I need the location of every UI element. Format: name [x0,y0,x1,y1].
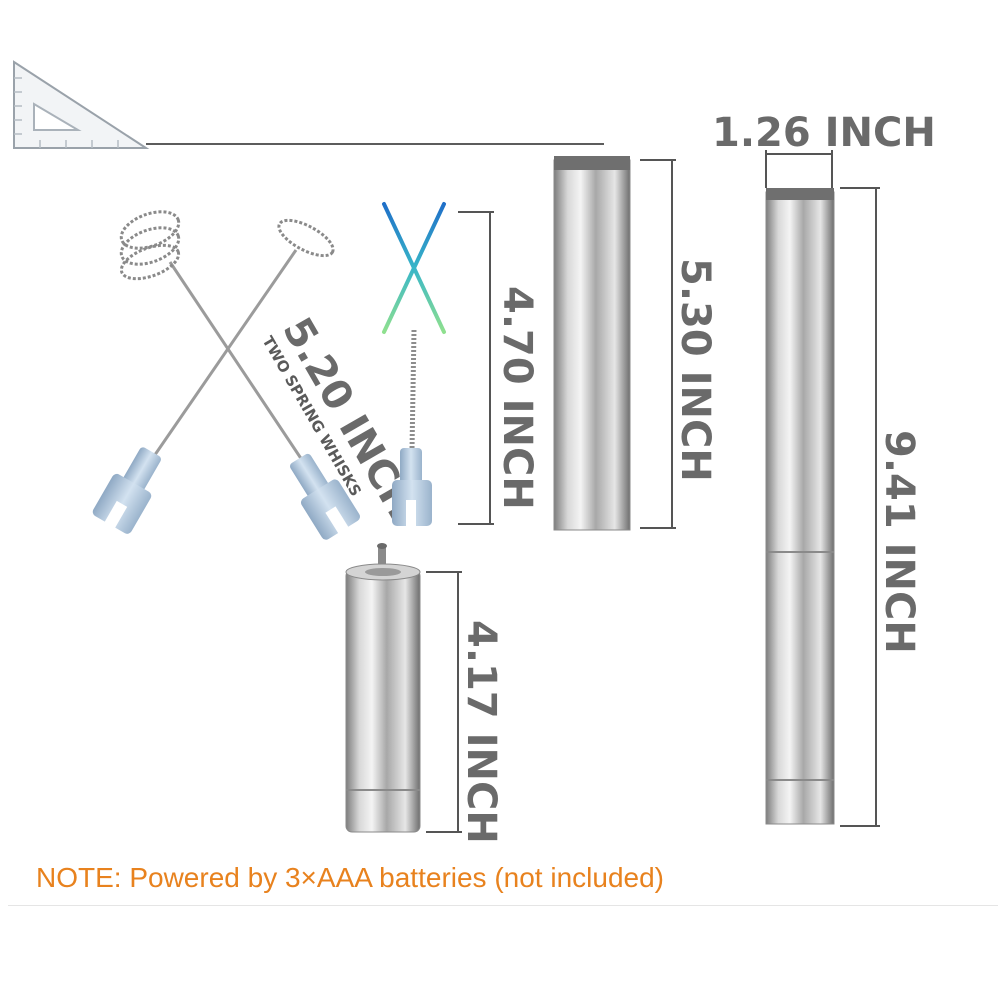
whisk-left-cap [290,453,360,540]
tube-diameter-label: 1.26 INCH [712,110,936,156]
tube-diameter-bracket [765,150,833,188]
long-tube-bracket [840,187,880,827]
whisk-right [92,218,335,534]
cleaning-brush [376,198,452,528]
whisk-left [119,210,360,540]
motor-handle [345,543,421,833]
whisk-right-cap [92,447,161,534]
handle-length-label: 4.17 INCH [458,620,504,844]
brush-dimension-bracket [458,211,494,525]
long-tube [765,188,835,825]
handle-bracket [426,571,462,833]
set-square-icon [13,60,150,149]
bottom-divider [8,905,998,906]
short-tube [553,156,631,531]
battery-note: NOTE: Powered by 3×AAA batteries (not in… [36,862,664,893]
short-tube-bracket [640,159,676,529]
long-tube-length-label: 9.41 INCH [876,430,922,654]
short-tube-length-label: 5.30 INCH [672,258,718,482]
brush-length-label: 4.70 INCH [494,286,540,510]
